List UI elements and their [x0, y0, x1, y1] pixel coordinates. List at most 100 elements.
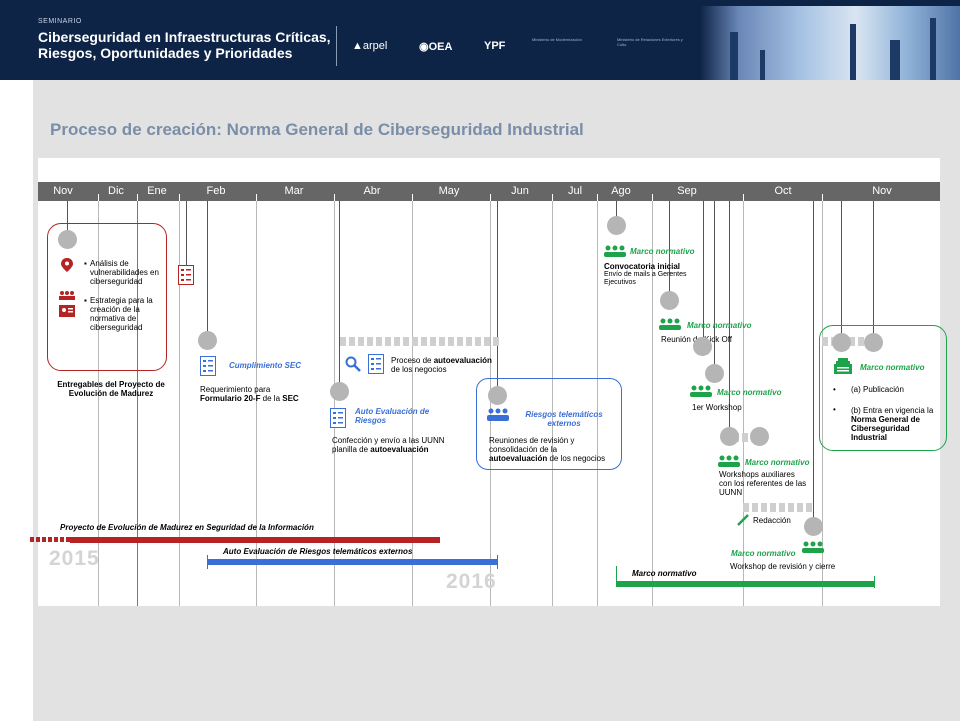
- month-tick: [552, 194, 553, 201]
- pin-line: [714, 201, 715, 367]
- workshop1-tag: Marco normativo: [717, 388, 782, 397]
- month-tick: [652, 194, 653, 201]
- riesgos-heading: Riesgos telemáticos externos: [525, 410, 603, 428]
- month-tick: [256, 194, 257, 201]
- people-icon: [802, 541, 824, 553]
- milestone-dot: [832, 333, 851, 352]
- milestone-dot: [705, 364, 724, 383]
- redaccion-text: Redacción: [753, 516, 791, 525]
- month-tick: [179, 194, 180, 201]
- people-icon: [659, 318, 681, 330]
- arpel-logo: ▲arpel: [352, 40, 388, 52]
- sec-heading: Cumplimiento SEC: [229, 361, 302, 370]
- month-tick: [98, 194, 99, 201]
- month-tick: [334, 194, 335, 201]
- blue-bar-label: Auto Evaluación de Riesgos telemáticos e…: [223, 547, 413, 556]
- pin-line: [67, 201, 68, 231]
- people-icon: [604, 245, 626, 257]
- grid-line: [412, 201, 413, 606]
- grid-line: [98, 201, 99, 606]
- pin-line: [873, 201, 874, 336]
- id-card-icon: [59, 305, 75, 317]
- kickoff-tag: Marco normativo: [687, 321, 752, 330]
- grid-line: [552, 201, 553, 606]
- industrial-photo: [700, 6, 960, 80]
- year-2016: 2016: [446, 570, 497, 593]
- sec-text: Requerimiento para Formulario 20-F de la…: [200, 385, 299, 403]
- month-tick: [490, 194, 491, 201]
- month-tick: [743, 194, 744, 201]
- milestone-dot: [693, 337, 712, 356]
- milestone-dot: [864, 333, 883, 352]
- auto-eval-text: Confección y envío a las UUNN planilla d…: [332, 436, 445, 454]
- grid-line: [743, 201, 744, 606]
- blue-progress-bar: [207, 559, 497, 565]
- milestone-dot: [330, 382, 349, 401]
- milestone-dot: [198, 331, 217, 350]
- banner-title-line2: Riesgos, Oportunidades y Prioridades: [38, 45, 293, 61]
- checklist-icon: [200, 356, 216, 376]
- modernizacion-logo: Ministerio de Modernización: [532, 37, 582, 42]
- publicacion-text: (a) Publicación: [851, 385, 904, 394]
- entregables-caption: Entregables del Proyecto de Evolución de…: [57, 380, 165, 398]
- month-tick: [597, 194, 598, 201]
- people-icon: [718, 455, 740, 467]
- bar-end-tick: [497, 555, 498, 569]
- month-oct: Oct: [774, 185, 792, 197]
- year-2015: 2015: [49, 547, 100, 570]
- dashed-range: [340, 337, 500, 346]
- convocatoria-title: Convocatoria inicial: [604, 262, 681, 271]
- checklist-icon: [368, 354, 384, 374]
- cancilleria-logo: Ministerio de Relaciones Exteriores y Cu…: [617, 37, 683, 47]
- pencil-icon: [737, 514, 749, 526]
- green-progress-bar: [616, 581, 874, 587]
- banner-title-line1: Ciberseguridad en Infraestructuras Críti…: [38, 29, 331, 45]
- norma-box: [819, 325, 947, 451]
- analisis-text: Análisis de vulnerabilidades en ciberseg…: [90, 259, 159, 286]
- grid-line: [822, 201, 823, 606]
- pin-line: [497, 201, 498, 387]
- auto-eval-heading: Auto Evaluación de Riesgos: [355, 407, 430, 425]
- workshop1-text: 1er Workshop: [692, 403, 742, 412]
- milestone-dot: [660, 291, 679, 310]
- autoeval-process-text: Proceso de autoevaluación de los negocio…: [391, 356, 492, 374]
- bullet: •: [833, 405, 836, 414]
- month-nov-2015: Nov: [53, 185, 73, 197]
- month-ago: Ago: [611, 185, 631, 197]
- grid-line: [179, 201, 180, 606]
- grid-line: [256, 201, 257, 606]
- month-jun: Jun: [511, 185, 529, 197]
- convocatoria-sub: Envío de mails a Gerentes Ejecutivos: [604, 271, 687, 286]
- riesgos-box: [476, 378, 622, 470]
- month-dic: Dic: [108, 185, 124, 197]
- header-banner: SEMINARIO Ciberseguridad en Infraestruct…: [0, 0, 960, 80]
- workshops-aux-text: Workshops auxiliares con los referentes …: [719, 470, 807, 497]
- pin-line: [207, 201, 208, 333]
- bar-end-tick: [207, 555, 208, 569]
- month-tick: [412, 194, 413, 201]
- pin-line: [669, 201, 670, 292]
- month-may: May: [438, 185, 460, 197]
- banner-divider: [336, 26, 337, 66]
- bullet: ▪: [84, 259, 87, 268]
- workshop-final-tag: Marco normativo: [731, 549, 796, 558]
- milestone-dot: [488, 386, 507, 405]
- grid-line: [490, 201, 491, 606]
- slide-title: Proceso de creación: Norma General de Ci…: [50, 120, 584, 139]
- people-icon: [487, 408, 509, 421]
- milestone-dot: [607, 216, 626, 235]
- seminar-label: SEMINARIO: [38, 18, 82, 25]
- magnifier-icon: [345, 356, 361, 372]
- milestone-dot: [804, 517, 823, 536]
- pin-line: [616, 201, 617, 217]
- grid-line: [334, 201, 335, 606]
- pin-line: [813, 201, 814, 519]
- pin-line: [186, 201, 187, 265]
- checklist-icon: [330, 408, 346, 428]
- ypf-logo: YPF: [484, 40, 506, 52]
- month-feb: Feb: [206, 185, 226, 197]
- location-pin-icon: [61, 258, 73, 272]
- grid-line: [652, 201, 653, 606]
- pin-line: [729, 201, 730, 429]
- month-ene: Ene: [147, 185, 167, 197]
